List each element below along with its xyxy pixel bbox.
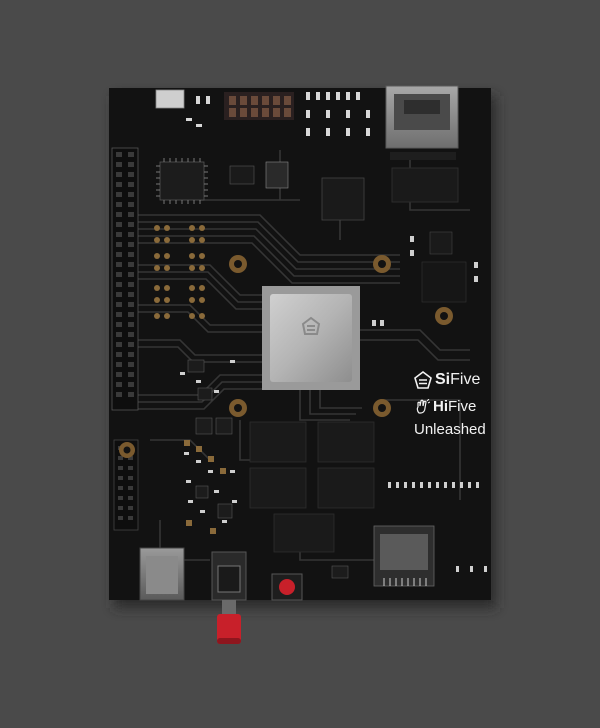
gpio-pins (116, 152, 134, 397)
pcb-traces (135, 150, 470, 561)
ddr-memory-chips (249, 421, 375, 553)
reset-button[interactable] (279, 579, 295, 595)
flash-chip (421, 261, 467, 303)
sifive-brand-prefix: Si (435, 371, 451, 388)
power-management-chip (321, 177, 365, 221)
product-name-label: Unleashed (414, 421, 486, 438)
top-connector (155, 89, 185, 109)
ddr-chip-5 (273, 513, 335, 553)
ddr-chip-2 (317, 421, 375, 463)
smd-components-bottom (456, 566, 487, 572)
microsd-contacts (383, 578, 427, 586)
hifive-brand-suffix: Five (448, 398, 477, 415)
dip-switch-keys (229, 96, 291, 117)
sifive-brand-suffix: Five (450, 371, 481, 388)
ethernet-phy-chip (391, 167, 459, 203)
hifive-brand-prefix: Hi (433, 398, 448, 415)
sifive-chip-logo-icon (301, 316, 321, 335)
gold-pads (154, 225, 205, 319)
product-name: Unleashed (414, 421, 486, 438)
gpio-header (111, 147, 139, 411)
crystal-oscillator (265, 161, 289, 189)
smd-components-top (186, 92, 370, 136)
ethernet-filter (390, 152, 456, 160)
sifive-logo-icon (414, 371, 432, 389)
hand-wave-icon (416, 398, 430, 414)
ddr-chip-1 (249, 421, 307, 463)
soc-heat-spreader (270, 294, 352, 382)
small-ics (187, 359, 349, 579)
small-chip-2 (429, 231, 453, 255)
usb-uart-chip (159, 161, 205, 201)
power-switch-cap (217, 614, 241, 644)
usb-uart-chip-pins (156, 158, 208, 204)
usb-port-opening (146, 556, 178, 594)
smd-components (180, 236, 479, 523)
power-switch-stem (222, 600, 236, 616)
ddr-chip-4 (317, 467, 375, 509)
small-chip-1 (229, 165, 255, 185)
ddr-chip-3 (249, 467, 307, 509)
microsd-card-tray (380, 534, 428, 570)
gold-small-pads (184, 440, 226, 534)
